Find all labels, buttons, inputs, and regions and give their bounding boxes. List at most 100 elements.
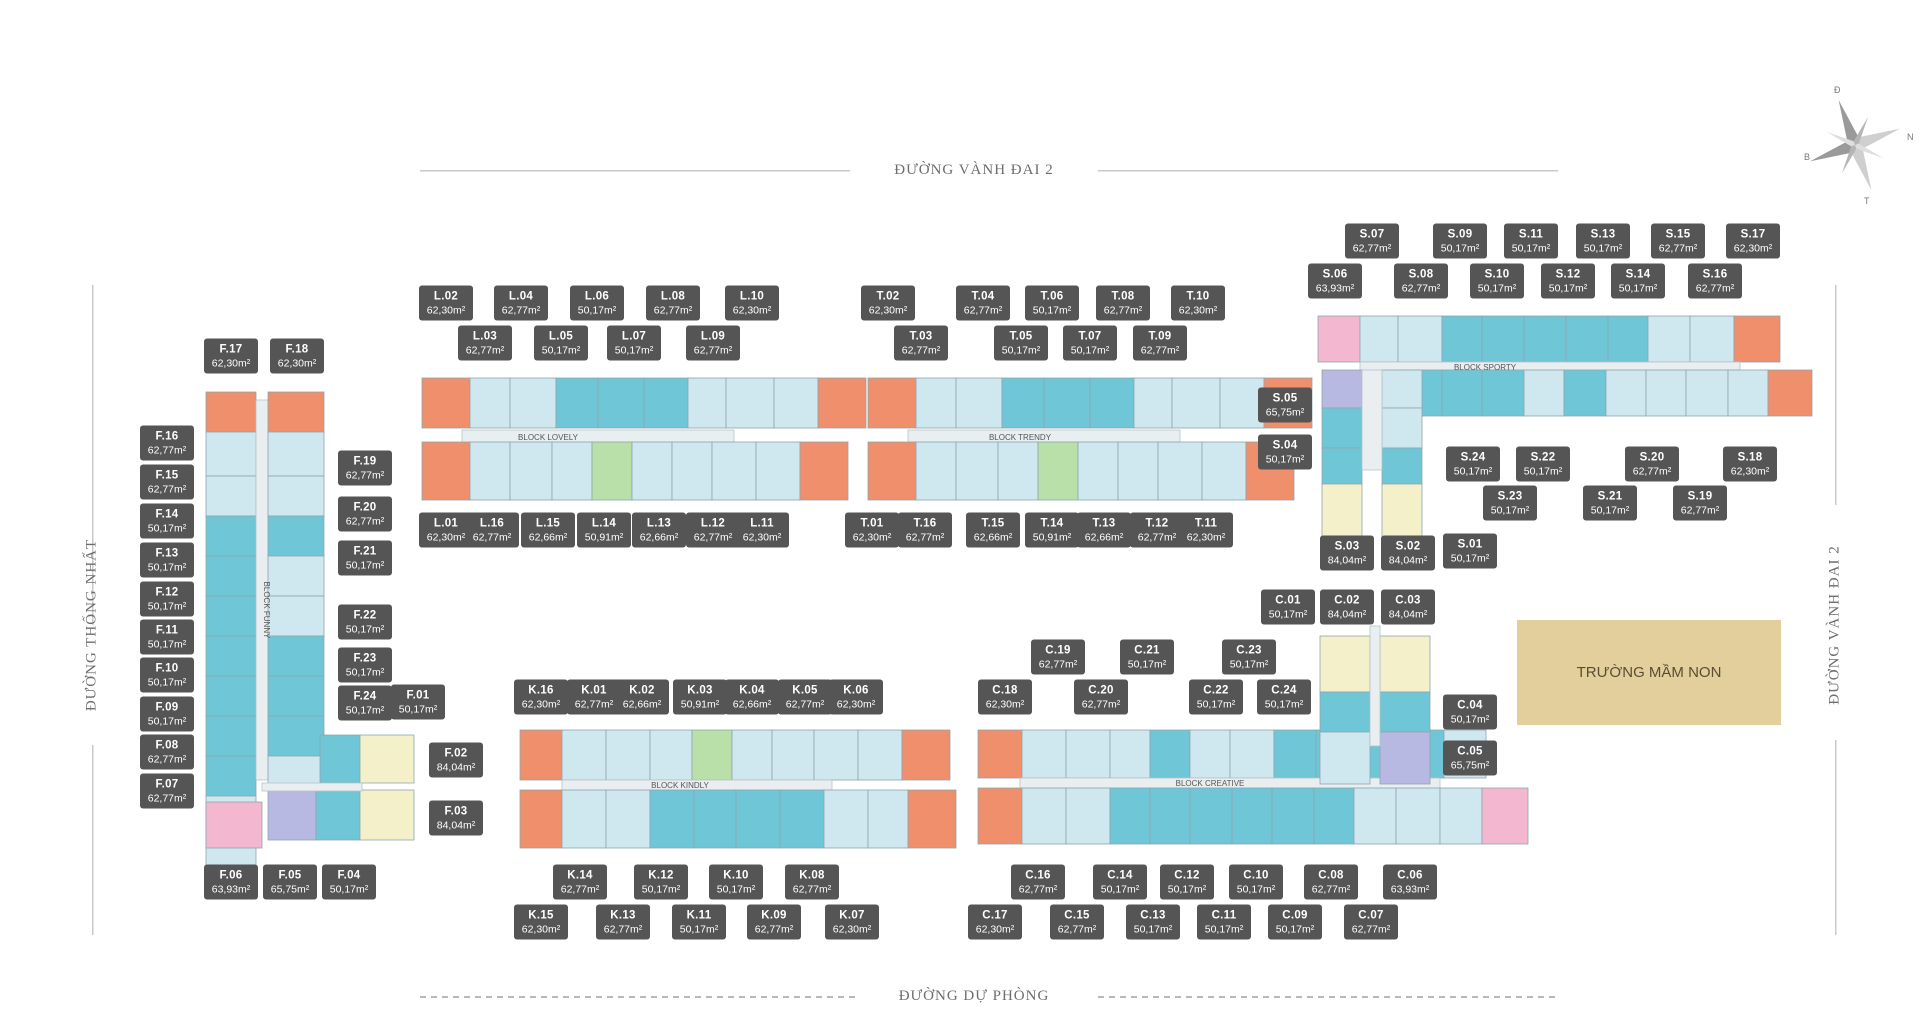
unit-label-l-06[interactable]: L.0650,17m² <box>570 285 624 321</box>
unit-label-c-10[interactable]: C.1050,17m² <box>1229 864 1283 900</box>
unit-label-f-02[interactable]: F.0284,04m² <box>429 742 483 778</box>
unit-label-k-05[interactable]: K.0562,77m² <box>778 679 832 715</box>
unit-label-f-18[interactable]: F.1862,30m² <box>270 338 324 374</box>
unit-label-l-13[interactable]: L.1362,66m² <box>632 512 686 548</box>
unit-label-c-15[interactable]: C.1562,77m² <box>1050 904 1104 940</box>
unit-label-l-15[interactable]: L.1562,66m² <box>521 512 575 548</box>
unit-label-s-24[interactable]: S.2450,17m² <box>1446 446 1500 482</box>
unit-label-k-14[interactable]: K.1462,77m² <box>553 864 607 900</box>
unit-label-l-05[interactable]: L.0550,17m² <box>534 325 588 361</box>
unit-label-f-12[interactable]: F.1250,17m² <box>140 581 194 617</box>
unit-label-f-22[interactable]: F.2250,17m² <box>338 604 392 640</box>
unit-label-k-16[interactable]: K.1662,30m² <box>514 679 568 715</box>
unit-label-c-18[interactable]: C.1862,30m² <box>978 679 1032 715</box>
unit-label-k-01[interactable]: K.0162,77m² <box>567 679 621 715</box>
unit-label-k-09[interactable]: K.0962,77m² <box>747 904 801 940</box>
unit-label-t-10[interactable]: T.1062,30m² <box>1171 285 1225 321</box>
unit-label-t-15[interactable]: T.1562,66m² <box>966 512 1020 548</box>
unit-label-t-06[interactable]: T.0650,17m² <box>1025 285 1079 321</box>
unit-label-t-05[interactable]: T.0550,17m² <box>994 325 1048 361</box>
unit-label-l-10[interactable]: L.1062,30m² <box>725 285 779 321</box>
unit-label-f-06[interactable]: F.0663,93m² <box>204 864 258 900</box>
unit-label-c-21[interactable]: C.2150,17m² <box>1120 639 1174 675</box>
unit-label-f-10[interactable]: F.1050,17m² <box>140 657 194 693</box>
unit-label-t-04[interactable]: T.0462,77m² <box>956 285 1010 321</box>
unit-label-c-05[interactable]: C.0565,75m² <box>1443 740 1497 776</box>
unit-label-f-08[interactable]: F.0862,77m² <box>140 734 194 770</box>
unit-label-f-21[interactable]: F.2150,17m² <box>338 540 392 576</box>
unit-label-t-07[interactable]: T.0750,17m² <box>1063 325 1117 361</box>
unit-label-l-11[interactable]: L.1162,30m² <box>735 512 789 548</box>
unit-label-f-05[interactable]: F.0565,75m² <box>263 864 317 900</box>
unit-label-s-03[interactable]: S.0384,04m² <box>1320 535 1374 571</box>
unit-label-s-11[interactable]: S.1150,17m² <box>1504 223 1558 259</box>
unit-label-s-10[interactable]: S.1050,17m² <box>1470 263 1524 299</box>
unit-label-l-16[interactable]: L.1662,77m² <box>465 512 519 548</box>
unit-label-l-09[interactable]: L.0962,77m² <box>686 325 740 361</box>
unit-label-c-23[interactable]: C.2350,17m² <box>1222 639 1276 675</box>
unit-label-k-08[interactable]: K.0862,77m² <box>785 864 839 900</box>
unit-label-c-09[interactable]: C.0950,17m² <box>1268 904 1322 940</box>
unit-label-l-03[interactable]: L.0362,77m² <box>458 325 512 361</box>
unit-label-f-09[interactable]: F.0950,17m² <box>140 696 194 732</box>
unit-label-f-15[interactable]: F.1562,77m² <box>140 464 194 500</box>
unit-label-c-17[interactable]: C.1762,30m² <box>968 904 1022 940</box>
unit-label-t-12[interactable]: T.1262,77m² <box>1130 512 1184 548</box>
unit-label-l-04[interactable]: L.0462,77m² <box>494 285 548 321</box>
unit-label-k-12[interactable]: K.1250,17m² <box>634 864 688 900</box>
unit-label-c-03[interactable]: C.0384,04m² <box>1381 589 1435 625</box>
unit-label-l-14[interactable]: L.1450,91m² <box>577 512 631 548</box>
unit-label-t-16[interactable]: T.1662,77m² <box>898 512 952 548</box>
unit-label-l-01[interactable]: L.0162,30m² <box>419 512 473 548</box>
unit-label-l-07[interactable]: L.0750,17m² <box>607 325 661 361</box>
unit-label-f-03[interactable]: F.0384,04m² <box>429 800 483 836</box>
unit-label-s-13[interactable]: S.1350,17m² <box>1576 223 1630 259</box>
unit-label-c-04[interactable]: C.0450,17m² <box>1443 694 1497 730</box>
unit-label-c-12[interactable]: C.1250,17m² <box>1160 864 1214 900</box>
unit-label-k-02[interactable]: K.0262,66m² <box>615 679 669 715</box>
unit-label-c-02[interactable]: C.0284,04m² <box>1320 589 1374 625</box>
unit-label-k-10[interactable]: K.1050,17m² <box>709 864 763 900</box>
unit-label-c-14[interactable]: C.1450,17m² <box>1093 864 1147 900</box>
unit-label-s-09[interactable]: S.0950,17m² <box>1433 223 1487 259</box>
unit-label-s-15[interactable]: S.1562,77m² <box>1651 223 1705 259</box>
unit-label-f-16[interactable]: F.1662,77m² <box>140 425 194 461</box>
unit-label-f-01[interactable]: F.0150,17m² <box>391 684 445 720</box>
unit-label-c-11[interactable]: C.1150,17m² <box>1197 904 1251 940</box>
unit-label-s-07[interactable]: S.0762,77m² <box>1345 223 1399 259</box>
unit-label-s-18[interactable]: S.1862,30m² <box>1723 446 1777 482</box>
unit-label-s-01[interactable]: S.0150,17m² <box>1443 533 1497 569</box>
unit-label-s-20[interactable]: S.2062,77m² <box>1625 446 1679 482</box>
unit-label-l-02[interactable]: L.0262,30m² <box>419 285 473 321</box>
unit-label-f-07[interactable]: F.0762,77m² <box>140 773 194 809</box>
unit-label-l-08[interactable]: L.0862,77m² <box>646 285 700 321</box>
unit-label-k-13[interactable]: K.1362,77m² <box>596 904 650 940</box>
unit-label-c-16[interactable]: C.1662,77m² <box>1011 864 1065 900</box>
unit-label-s-14[interactable]: S.1450,17m² <box>1611 263 1665 299</box>
unit-label-c-07[interactable]: C.0762,77m² <box>1344 904 1398 940</box>
unit-label-l-12[interactable]: L.1262,77m² <box>686 512 740 548</box>
unit-label-s-21[interactable]: S.2150,17m² <box>1583 485 1637 521</box>
unit-label-t-02[interactable]: T.0262,30m² <box>861 285 915 321</box>
unit-label-s-16[interactable]: S.1662,77m² <box>1688 263 1742 299</box>
unit-label-f-11[interactable]: F.1150,17m² <box>140 619 194 655</box>
unit-label-s-19[interactable]: S.1962,77m² <box>1673 485 1727 521</box>
unit-label-s-17[interactable]: S.1762,30m² <box>1726 223 1780 259</box>
unit-label-s-08[interactable]: S.0862,77m² <box>1394 263 1448 299</box>
unit-label-t-01[interactable]: T.0162,30m² <box>845 512 899 548</box>
unit-label-f-13[interactable]: F.1350,17m² <box>140 542 194 578</box>
unit-label-c-20[interactable]: C.2062,77m² <box>1074 679 1128 715</box>
unit-label-s-22[interactable]: S.2250,17m² <box>1516 446 1570 482</box>
unit-label-c-24[interactable]: C.2450,17m² <box>1257 679 1311 715</box>
unit-label-k-06[interactable]: K.0662,30m² <box>829 679 883 715</box>
unit-label-s-12[interactable]: S.1250,17m² <box>1541 263 1595 299</box>
unit-label-c-19[interactable]: C.1962,77m² <box>1031 639 1085 675</box>
unit-label-f-19[interactable]: F.1962,77m² <box>338 450 392 486</box>
unit-label-k-07[interactable]: K.0762,30m² <box>825 904 879 940</box>
unit-label-t-11[interactable]: T.1162,30m² <box>1179 512 1233 548</box>
unit-label-c-01[interactable]: C.0150,17m² <box>1261 589 1315 625</box>
unit-label-t-03[interactable]: T.0362,77m² <box>894 325 948 361</box>
unit-label-f-20[interactable]: F.2062,77m² <box>338 496 392 532</box>
unit-label-c-13[interactable]: C.1350,17m² <box>1126 904 1180 940</box>
unit-label-f-14[interactable]: F.1450,17m² <box>140 503 194 539</box>
